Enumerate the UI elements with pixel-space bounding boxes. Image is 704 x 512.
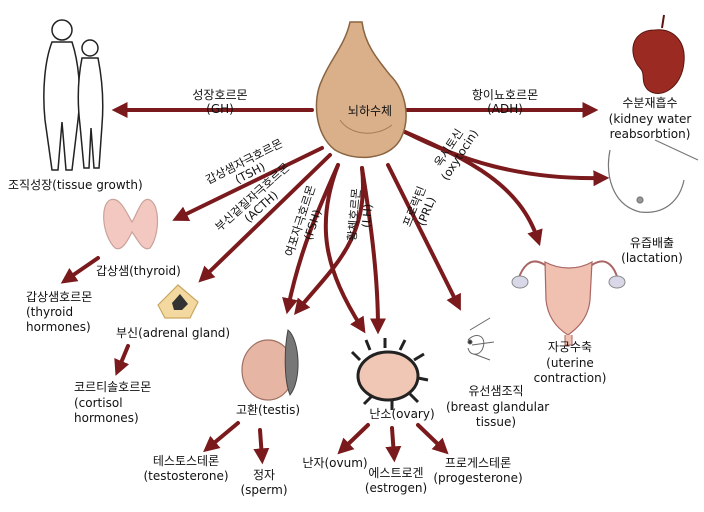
arrow-lh-testis — [294, 166, 365, 315]
uterine-label-en1: (uterine — [546, 356, 594, 370]
uterine-label-en2: contraction) — [533, 371, 607, 385]
arrow-tsh — [172, 146, 324, 221]
testis-illustration — [241, 329, 299, 401]
adh-label-en: (ADH) — [487, 102, 523, 116]
breast-label-en2: tissue) — [475, 415, 517, 429]
adrenal-illustration — [157, 284, 199, 319]
progesterone-label-en: (progesterone) — [433, 471, 523, 485]
testosterone-label-en: (testosterone) — [143, 469, 229, 483]
pituitary-label: 뇌하수체 — [347, 104, 393, 118]
adh-label-ko: 항이뇨호르몬 — [471, 88, 539, 102]
estrogen-label-en: (estrogen) — [364, 481, 428, 495]
human-figures-illustration — [43, 19, 104, 171]
kidney-illustration — [632, 14, 685, 94]
breast-label-ko: 유선샘조직 — [468, 384, 524, 398]
lh-label-en: (LH) — [359, 203, 375, 228]
estrogen-label-ko: 에스트로겐 — [368, 466, 424, 480]
thyroid-hormones-label-en2: hormones) — [26, 320, 91, 334]
thyroid-hormones-label-en1: (thyroid — [26, 305, 74, 319]
arrow-prl — [386, 163, 461, 311]
testosterone-label-ko: 테스토스테론 — [152, 454, 220, 468]
arrows — [60, 102, 610, 465]
pituitary-illustration — [315, 21, 407, 159]
lactation-label-ko: 유즙배출 — [629, 236, 675, 250]
arrow-testosterone — [203, 421, 240, 453]
kidney-label-ko: 수분재흡수 — [622, 96, 678, 110]
ovary-illustration — [350, 338, 429, 410]
ovum-label: 난자(ovum) — [302, 456, 368, 470]
thyroid-hormones-label-ko: 갑상샘호르몬 — [26, 290, 93, 304]
tissue-growth-label: 조직성장(tissue growth) — [8, 178, 143, 192]
breast-tissue-illustration — [467, 317, 495, 361]
arrow-cortisol — [114, 344, 130, 376]
arrow-thyroid-hormones — [60, 256, 100, 284]
progesterone-label-ko: 프로게스테론 — [444, 456, 512, 470]
cortisol-label-ko: 코르티솔호르몬 — [74, 380, 152, 394]
adrenal-label: 부신(adrenal gland) — [116, 326, 231, 340]
thyroid-illustration — [103, 198, 159, 250]
lactation-label-en: (lactation) — [621, 251, 683, 265]
gh-label-en: (GH) — [206, 102, 234, 116]
ovary-label: 난소(ovary) — [369, 407, 435, 421]
gh-label-ko: 성장호르몬 — [192, 88, 248, 102]
kidney-label-en1: (kidney water — [608, 112, 692, 126]
uterus-illustration — [511, 260, 626, 346]
arrow-oxytocin-uterus — [403, 130, 543, 247]
uterine-label-ko: 자궁수축 — [547, 340, 593, 354]
cortisol-label-en1: (cortisol — [74, 396, 123, 410]
testis-label: 고환(testis) — [235, 403, 301, 417]
sperm-label-ko: 정자 — [252, 468, 276, 482]
arrow-sperm — [253, 428, 270, 465]
arrow-estrogen — [385, 426, 402, 463]
breast-outline-illustration — [607, 139, 699, 213]
cortisol-label-en2: hormones) — [74, 411, 139, 425]
arrow-progesterone — [416, 423, 449, 455]
thyroid-label: 갑상샘(thyroid) — [96, 264, 181, 278]
lh-label-ko: 황체호르몬 — [345, 188, 364, 242]
arrow-lh-ovary — [360, 166, 386, 335]
kidney-label-en2: reabsorbtion) — [609, 127, 691, 141]
breast-label-en1: (breast glandular — [446, 400, 550, 414]
arrow-acth — [198, 153, 332, 283]
sperm-label-en: (sperm) — [240, 483, 288, 497]
arrow-fsh-ovary — [323, 163, 366, 334]
arrow-ovum — [337, 423, 370, 455]
